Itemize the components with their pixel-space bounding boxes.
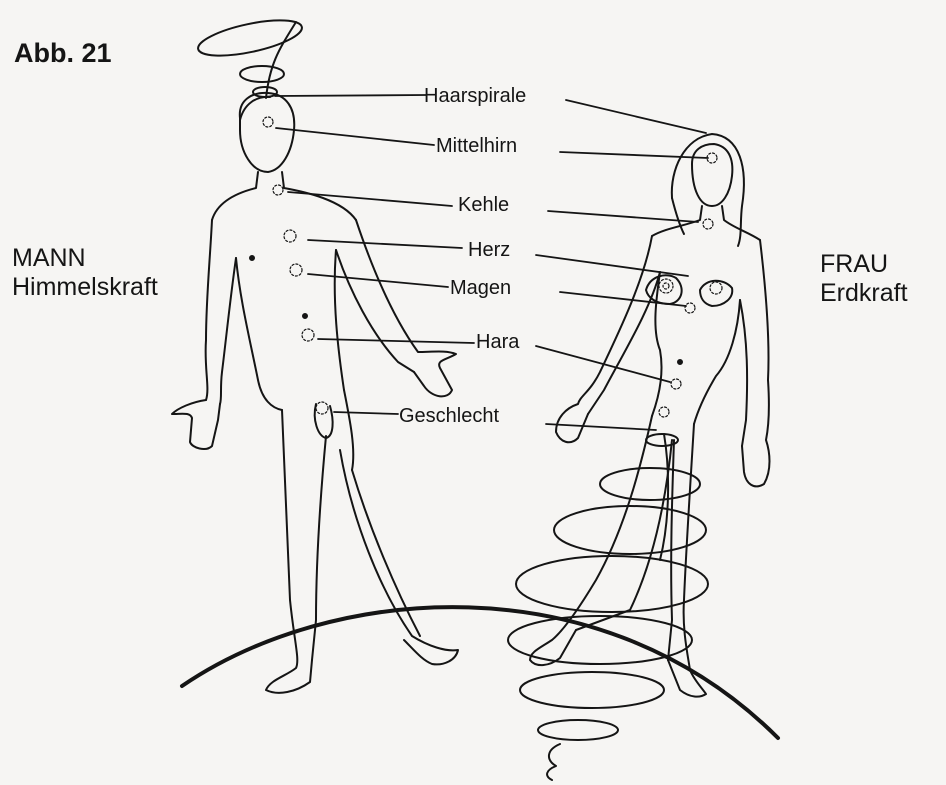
- leader-magen-woman: [560, 292, 686, 306]
- label-herz: Herz: [468, 240, 510, 260]
- label-kehle: Kehle: [458, 195, 509, 215]
- man-side-label: MANN Himmelskraft: [12, 244, 158, 302]
- woman-side-label: FRAU Erdkraft: [820, 250, 908, 308]
- man-label-line2: Himmelskraft: [12, 273, 158, 302]
- leader-geschlecht-woman: [546, 424, 656, 430]
- woman-label-line2: Erdkraft: [820, 279, 908, 308]
- woman-label-line1: FRAU: [820, 250, 908, 279]
- man-figure: [172, 93, 458, 693]
- label-hara: Hara: [476, 332, 519, 352]
- leader-hara-woman: [536, 346, 670, 382]
- leader-hara-man: [318, 339, 474, 343]
- earth-arc: [182, 607, 778, 738]
- leader-kehle-man: [288, 192, 452, 206]
- leader-mittelhirn-man: [276, 128, 434, 145]
- leader-geschlecht-man: [334, 412, 398, 414]
- man-label-line1: MANN: [12, 244, 158, 273]
- leader-haarspirale-woman: [566, 100, 706, 133]
- label-mittelhirn: Mittelhirn: [436, 136, 517, 156]
- leader-herz-woman: [536, 255, 688, 276]
- leader-herz-man: [308, 240, 462, 248]
- leader-haarspirale-man: [275, 95, 426, 96]
- earth-spiral: [508, 434, 708, 780]
- label-geschlecht: Geschlecht: [399, 406, 499, 426]
- man-chakra-points: [263, 117, 328, 414]
- figure-title: Abb. 21: [14, 40, 112, 67]
- label-magen: Magen: [450, 278, 511, 298]
- heaven-spiral: [195, 13, 305, 98]
- leader-mittelhirn-woman: [560, 152, 708, 158]
- label-haarspirale: Haarspirale: [424, 86, 526, 106]
- woman-chakra-points: [659, 153, 722, 417]
